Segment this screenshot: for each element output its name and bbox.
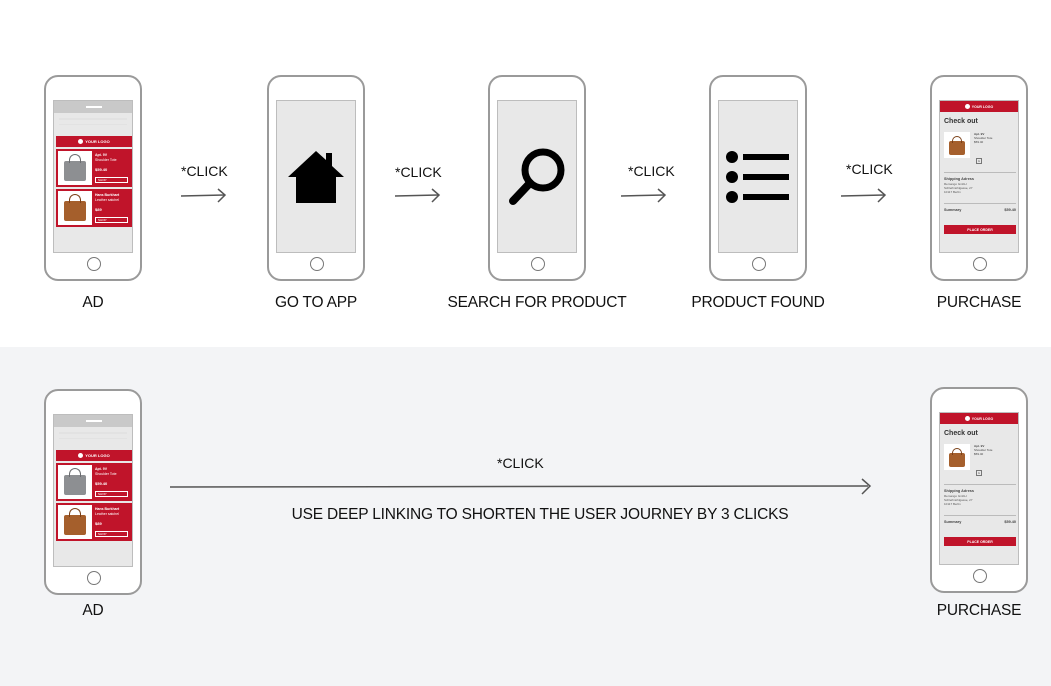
arrow-right-icon xyxy=(180,188,227,203)
checkout-product-image xyxy=(944,132,970,158)
step-label-search: SEARCH FOR PRODUCT xyxy=(447,294,627,311)
step-label-ad-bottom: AD xyxy=(82,602,104,619)
home-button xyxy=(531,257,545,271)
home-button xyxy=(973,569,987,583)
checkout-title: Check out xyxy=(944,118,978,125)
home-button xyxy=(310,257,324,271)
step-label-ad: AD xyxy=(82,294,104,311)
magnifier-icon xyxy=(509,148,565,205)
home-button xyxy=(752,257,766,271)
step-label-product-found: PRODUCT FOUND xyxy=(691,294,825,311)
bottom-section-background xyxy=(0,347,1051,686)
brown-bag-image xyxy=(949,135,965,155)
click-label: *CLICK xyxy=(395,164,442,180)
arrow-right-icon xyxy=(394,188,441,203)
arrow-right-icon xyxy=(840,188,887,203)
ad-topbar xyxy=(54,101,132,113)
ad-placeholder-lines xyxy=(59,118,127,132)
grey-bag-image xyxy=(64,154,86,181)
ad-shop-button[interactable]: SHOP xyxy=(95,491,128,497)
app-screen xyxy=(276,100,356,253)
click-label: *CLICK xyxy=(846,161,893,177)
ad-shop-button[interactable]: SHOP xyxy=(95,531,128,537)
step-label-go-to-app: GO TO APP xyxy=(274,294,358,311)
ad-placeholder-lines xyxy=(59,432,127,446)
brown-bag-image xyxy=(64,194,86,221)
quantity-field[interactable]: 1 xyxy=(976,470,982,476)
checkout-logo-bar: YOUR LOGO xyxy=(940,101,1018,112)
list-icon xyxy=(726,150,789,203)
click-label: *CLICK xyxy=(628,163,675,179)
home-button xyxy=(87,257,101,271)
checkout-title: Check out xyxy=(944,430,978,437)
checkout-logo-bar: YOUR LOGO xyxy=(940,413,1018,424)
grey-bag-image xyxy=(64,468,86,495)
ad-logo-bar: YOUR LOGO xyxy=(56,136,132,147)
ad-shop-button[interactable]: SHOP xyxy=(95,217,128,223)
brown-bag-image xyxy=(64,508,86,535)
step-label-purchase-bottom: PURCHASE xyxy=(936,602,1022,619)
home-button xyxy=(973,257,987,271)
phone-go-to-app xyxy=(267,75,365,281)
place-order-button[interactable]: PLACE ORDER xyxy=(944,225,1016,234)
checkout-product-image xyxy=(944,444,970,470)
ad-topbar xyxy=(54,415,132,427)
long-arrow-right-icon xyxy=(169,478,872,495)
deep-linking-caption: USE DEEP LINKING TO SHORTEN THE USER JOU… xyxy=(291,506,789,523)
checkout-summary: Summary$59.40 xyxy=(944,208,1016,212)
list-screen xyxy=(718,100,798,253)
shipping-title: Shipping Adress xyxy=(944,177,975,181)
ad-shop-button[interactable]: SHOP xyxy=(95,177,128,183)
place-order-button[interactable]: PLACE ORDER xyxy=(944,537,1016,546)
click-label: *CLICK xyxy=(181,163,228,179)
ad-logo-bar: YOUR LOGO xyxy=(56,450,132,461)
house-icon xyxy=(288,150,344,203)
quantity-field[interactable]: 1 xyxy=(976,158,982,164)
search-screen xyxy=(497,100,577,253)
brown-bag-image xyxy=(949,447,965,467)
arrow-right-icon xyxy=(620,188,667,203)
checkout-summary: Summary$59.40 xyxy=(944,520,1016,524)
step-label-purchase: PURCHASE xyxy=(936,294,1022,311)
click-label: *CLICK xyxy=(497,455,544,471)
home-button xyxy=(87,571,101,585)
phone-product-found xyxy=(709,75,807,281)
phone-search xyxy=(488,75,586,281)
shipping-title: Shipping Adress xyxy=(944,489,975,493)
